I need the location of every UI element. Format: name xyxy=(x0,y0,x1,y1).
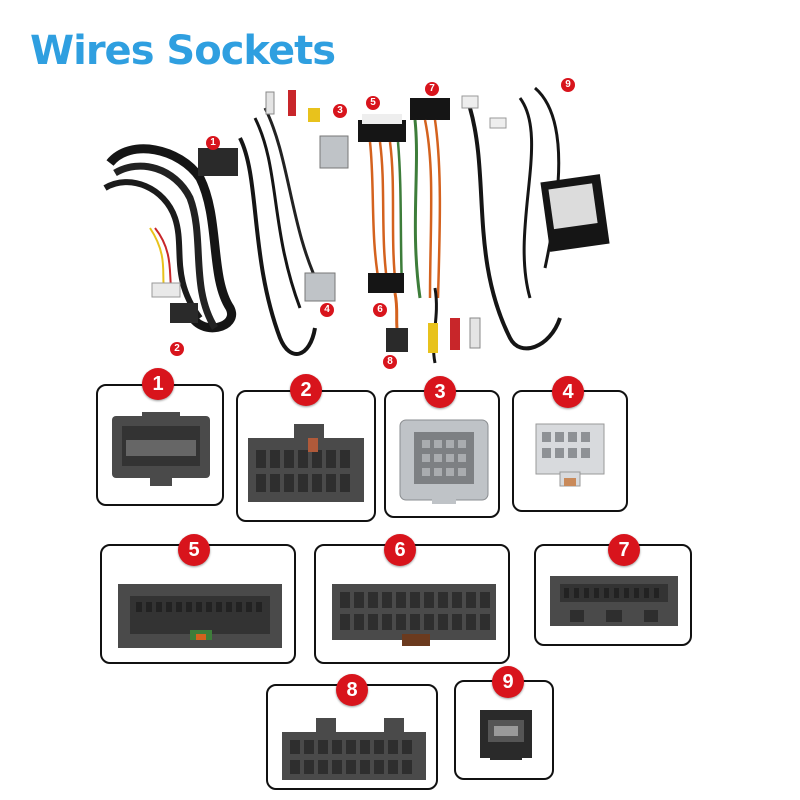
connector-number-8: 8 xyxy=(336,674,368,706)
photo-label-3: 3 xyxy=(333,104,347,118)
photo-label-1: 1 xyxy=(206,136,220,150)
photo-label-8: 8 xyxy=(383,355,397,369)
connector-box-1 xyxy=(96,384,224,506)
connector-number-9: 9 xyxy=(492,666,524,698)
connector-5-icon xyxy=(118,584,282,648)
connector-6-icon xyxy=(332,584,496,646)
connector-box-7 xyxy=(534,544,692,646)
connector-number-4: 4 xyxy=(552,376,584,408)
connector-2-icon xyxy=(248,424,364,502)
connector-number-7: 7 xyxy=(608,534,640,566)
harness-photo xyxy=(103,86,610,364)
connector-number-1: 1 xyxy=(142,368,174,400)
connector-1-icon xyxy=(112,412,210,486)
photo-label-2: 2 xyxy=(170,342,184,356)
connector-number-5: 5 xyxy=(178,534,210,566)
connector-box-4 xyxy=(512,390,628,512)
connector-number-3: 3 xyxy=(424,376,456,408)
connector-box-3 xyxy=(384,390,500,518)
connector-9-icon xyxy=(480,710,532,760)
photo-label-4: 4 xyxy=(320,303,334,317)
connector-4-icon xyxy=(535,423,605,487)
page-title: Wires Sockets xyxy=(30,28,336,74)
photo-label-9: 9 xyxy=(561,78,575,92)
photo-label-6: 6 xyxy=(373,303,387,317)
connector-3-icon xyxy=(399,419,489,504)
connector-7-icon xyxy=(550,576,678,626)
connector-8-icon xyxy=(282,718,426,780)
connector-number-2: 2 xyxy=(290,374,322,406)
connector-box-6 xyxy=(314,544,510,664)
connector-number-6: 6 xyxy=(384,534,416,566)
connector-box-2 xyxy=(236,390,376,522)
photo-label-7: 7 xyxy=(425,82,439,96)
photo-label-5: 5 xyxy=(366,96,380,110)
